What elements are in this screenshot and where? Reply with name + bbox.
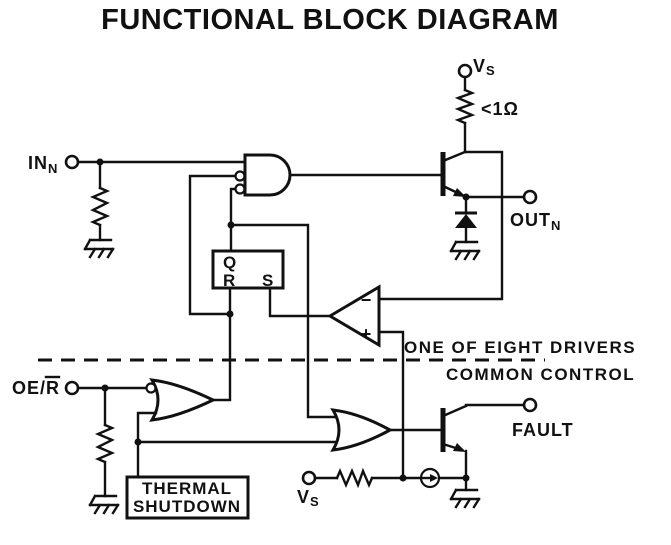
wire-thermal-to-or (136, 411, 158, 444)
junction-q (227, 221, 235, 229)
oe-terminal (64, 380, 80, 396)
sense-resistor (335, 467, 374, 489)
oe-pulldown-resistor (94, 423, 116, 464)
emitter-arrow (453, 188, 466, 197)
junction-oe (101, 384, 109, 392)
fault-transistor-collector (441, 404, 468, 418)
oe-or-gate (149, 378, 217, 422)
output-transistor-collector (441, 150, 467, 163)
ballast-resistor-value: <1Ω (481, 99, 519, 119)
and-invert-bubble-2 (234, 183, 246, 195)
wire-or-to-r (211, 286, 232, 402)
vs-bottom-label: VS (297, 487, 320, 509)
driver-section-label: ONE OF EIGHT DRIVERS (404, 338, 636, 357)
wire-comparator-to-s (268, 286, 332, 318)
junction-r (226, 310, 234, 318)
comparator-plus-label: + (361, 324, 372, 344)
fault-emitter-arrow (453, 443, 466, 452)
wire-collector-feedback-to-minus (377, 150, 504, 301)
wire-andbubble-feedback-loop (188, 174, 238, 316)
comparator (327, 284, 381, 348)
clamp-diode (455, 214, 477, 228)
junction-thermal (134, 438, 142, 446)
fault-label: FAULT (512, 420, 574, 440)
comparator-minus-label: − (361, 290, 372, 310)
wire-q-to-fault-or (229, 223, 338, 419)
ballast-resistor (454, 88, 476, 125)
latch-s-label: S (262, 271, 273, 290)
rs-latch (211, 249, 285, 290)
latch-r-label: R (223, 271, 235, 290)
and-gate (243, 153, 292, 197)
page-title: FUNCTIONAL BLOCK DIAGRAM (101, 4, 559, 36)
wire-andbubble-to-q (229, 187, 238, 253)
junction-sense (399, 474, 407, 482)
oe-invert-bubble (145, 382, 157, 394)
ground-oe-resistor (88, 494, 120, 515)
input-pulldown-resistor (89, 186, 111, 227)
in-terminal (64, 154, 80, 170)
out-label: OUTN (510, 210, 561, 233)
in-label: INN (28, 153, 58, 176)
control-section-label: COMMON CONTROL (446, 365, 635, 384)
junction-in (96, 158, 104, 166)
ground-clamp-diode (449, 240, 481, 261)
fault-terminal (522, 397, 538, 413)
thermal-shutdown-line2: SHUTDOWN (133, 497, 241, 516)
thermal-shutdown-block (125, 475, 250, 520)
wire-plus-to-sense-node (377, 330, 405, 480)
ground-in-resistor (83, 238, 115, 259)
vs-bottom-terminal (301, 470, 317, 486)
junction-fault-emitter (462, 474, 470, 482)
current-source-arrow (430, 474, 438, 482)
latch-q-label: Q (223, 253, 236, 272)
vs-top-terminal (457, 63, 473, 79)
fault-or-gate (330, 408, 394, 452)
thermal-shutdown-line1: THERMAL (142, 479, 232, 498)
vs-top-label: VS (473, 56, 496, 78)
oe-label: OE/R (12, 378, 60, 398)
out-terminal (522, 189, 538, 205)
junction-out (462, 193, 470, 201)
ground-fault-emitter (449, 488, 481, 509)
and-invert-bubble-1 (234, 170, 246, 182)
